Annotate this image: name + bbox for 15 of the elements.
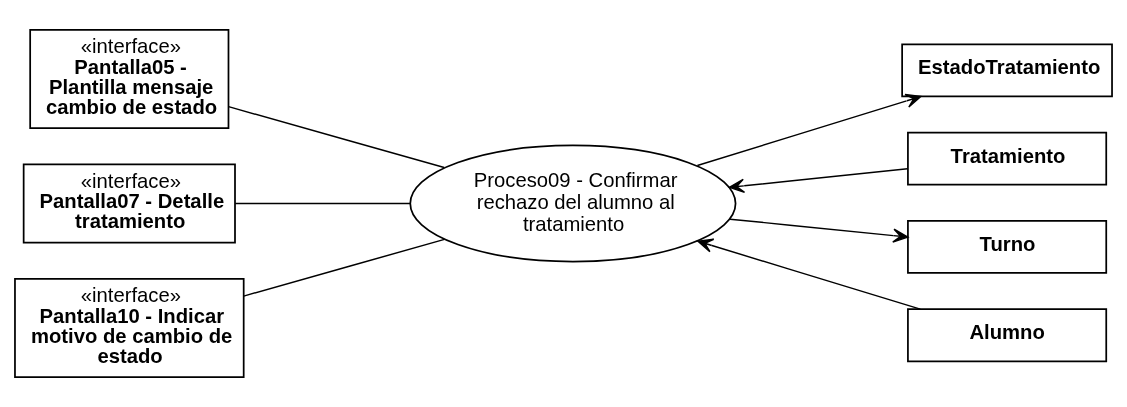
- node-box: Tratamiento: [907, 131, 1108, 186]
- node-box: «interface» Pantalla10 - Indicar motivo de cambio de estado: [14, 277, 245, 379]
- node-ellipse: Proceso09 - Confirmar rechazo del alumno al tratamiento: [409, 144, 737, 263]
- node-box: EstadoTratamiento: [901, 43, 1113, 98]
- node-box: Turno: [907, 220, 1108, 274]
- connector: [234, 202, 411, 205]
- node-box: Alumno: [907, 308, 1108, 363]
- arrow: [728, 168, 909, 194]
- arrow: [697, 238, 922, 310]
- connector: [242, 238, 446, 297]
- connector: [227, 105, 445, 169]
- node-box: «interface» Pantalla07 - Detalle tratamiento: [22, 163, 236, 244]
- node-box: «interface» Pantalla05 - Plantilla mensaje cambio de estado: [29, 28, 230, 130]
- arrow: [696, 93, 922, 167]
- arrow: [729, 218, 909, 243]
